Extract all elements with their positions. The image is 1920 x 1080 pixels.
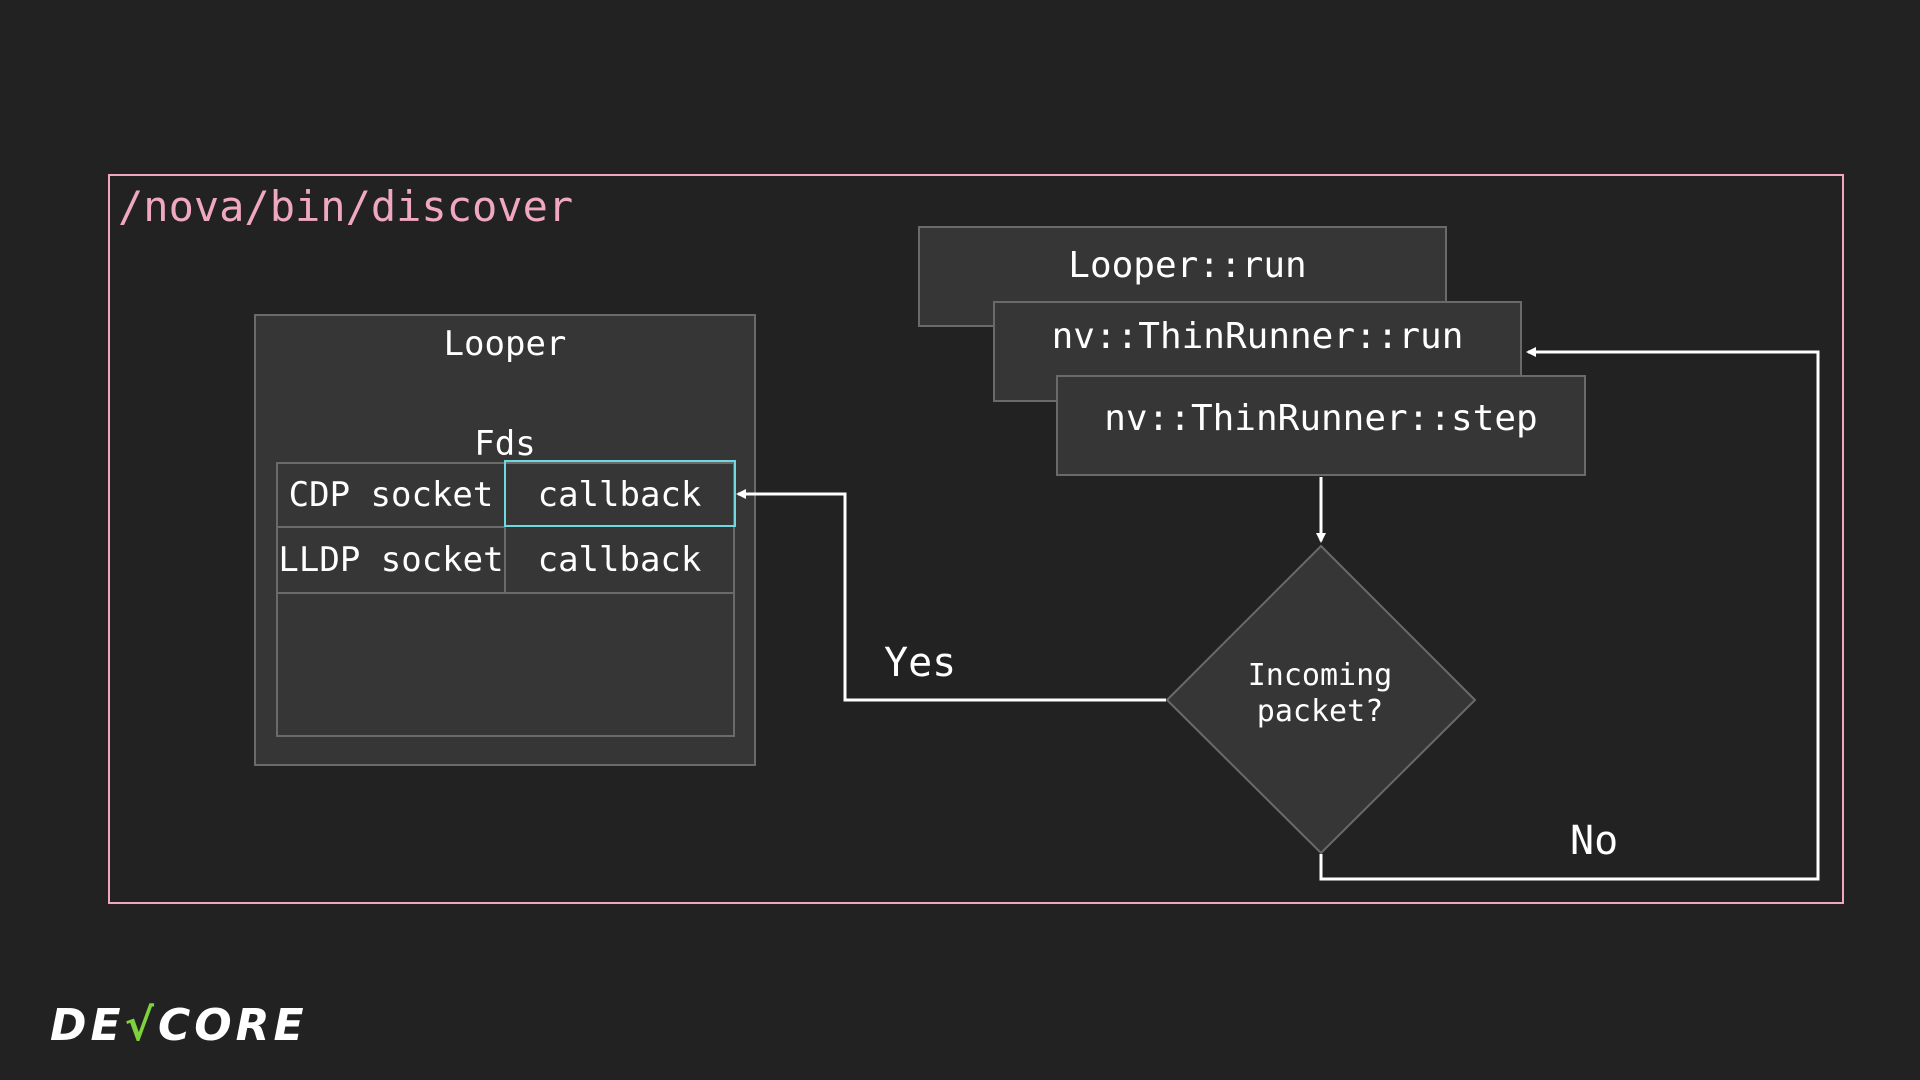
logo-text-left: DE — [50, 1000, 125, 1051]
callback-label: callback — [537, 475, 702, 515]
logo-text-right: CORE — [157, 1000, 308, 1051]
no-label: No — [1570, 818, 1619, 864]
process-path-title: /nova/bin/discover — [118, 182, 574, 231]
process-frame — [108, 174, 1844, 904]
fds-label: Fds — [474, 424, 536, 464]
checkmark-icon: √ — [124, 1000, 158, 1051]
thinrunner-step-label: nv::ThinRunner::step — [1104, 398, 1538, 439]
thinrunner-step-box: nv::ThinRunner::step — [1056, 375, 1586, 476]
callback-cell-cdp: callback — [504, 462, 735, 528]
callback-cell-lldp: callback — [506, 528, 733, 594]
decision-line-1: Incoming — [1247, 658, 1393, 693]
devcore-logo: DE√CORE — [50, 1000, 308, 1051]
fds-table: CDP socket callback LLDP socket callback — [276, 462, 735, 737]
decision-line-2: packet? — [1256, 694, 1384, 729]
looper-box: Looper Fds CDP socket callback LLDP sock… — [254, 314, 756, 766]
yes-edge — [736, 489, 1166, 702]
no-edge — [1319, 347, 1820, 881]
decision-label: Incoming packet? — [1220, 658, 1420, 730]
fd-cell-cdp-socket: CDP socket — [278, 464, 506, 528]
fd-label: LLDP socket — [278, 540, 504, 580]
callback-highlight — [504, 460, 736, 527]
callback-label: callback — [537, 540, 702, 580]
looper-title: Looper — [443, 324, 567, 364]
yes-label: Yes — [884, 640, 957, 686]
fd-label: CDP socket — [288, 475, 494, 515]
looper-run-label: Looper::run — [1068, 245, 1307, 286]
decision-diamond — [1165, 544, 1477, 855]
fd-cell-lldp-socket: LLDP socket — [278, 528, 506, 594]
thinrunner-run-label: nv::ThinRunner::run — [1051, 316, 1464, 357]
